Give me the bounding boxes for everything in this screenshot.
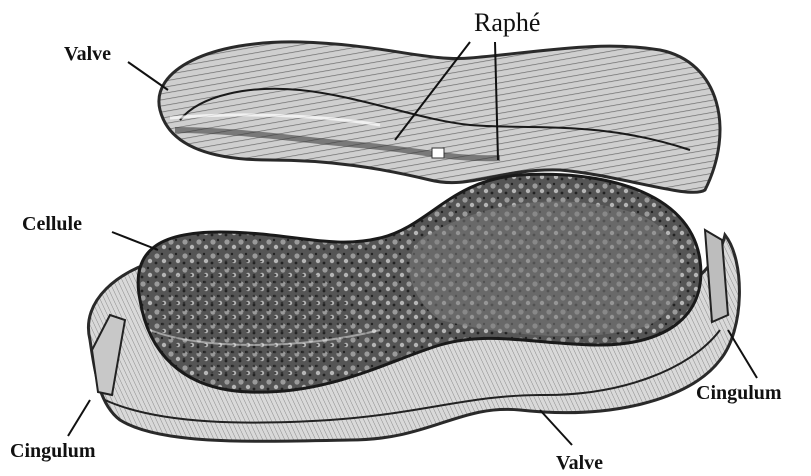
leader-cellule [112, 232, 158, 250]
leader-valve-top [128, 62, 168, 90]
leader-valve-bottom [540, 410, 572, 445]
label-cingulum-left: Cingulum [10, 441, 96, 461]
label-cingulum-right: Cingulum [696, 383, 782, 403]
label-valve-top: Valve [64, 44, 111, 64]
label-raphe: Raphé [474, 10, 540, 36]
top-valve-shape [159, 42, 720, 192]
leader-cingulum-left [68, 400, 90, 436]
label-cellule: Cellule [22, 214, 82, 234]
leader-cingulum-right [728, 330, 757, 378]
label-valve-bottom: Valve [556, 453, 603, 473]
